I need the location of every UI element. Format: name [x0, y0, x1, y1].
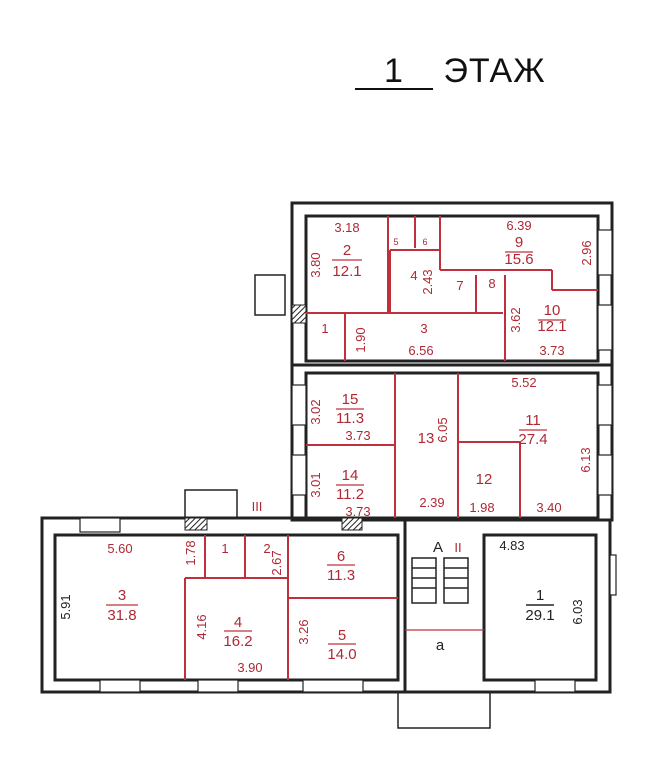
room-3-bl-number: 3: [118, 587, 126, 604]
room-14-number: 14: [342, 467, 359, 484]
room-5-bl-number: 5: [338, 627, 346, 644]
room-10-number: 10: [544, 302, 561, 319]
room-4-dim: 2.43: [420, 269, 435, 294]
partitions: [184, 216, 598, 680]
room-3-bl-height: 5.91: [58, 594, 73, 619]
room-9-area: 15.6: [504, 251, 533, 268]
room-9-height: 2.96: [579, 240, 594, 265]
room-1-br-height: 6.03: [570, 599, 585, 624]
room-6-bl-dim: 2.67: [269, 550, 284, 575]
room-1-number: 1: [321, 321, 328, 336]
room-4-bl-number: 4: [234, 614, 242, 631]
room-11-number: 11: [525, 412, 541, 429]
room-6-number: 6: [422, 237, 427, 247]
room-1-br-width: 4.83: [499, 538, 524, 553]
room-1-bl-number: 1: [221, 541, 228, 556]
room-1-br-area: 29.1: [525, 607, 554, 624]
room-4-bl-area: 16.2: [223, 633, 252, 650]
room-1-br-number: 1: [536, 587, 544, 604]
entrance-III: III: [252, 499, 263, 514]
room-13-height: 6.05: [435, 417, 450, 442]
room-5-bl-dim: 3.26: [296, 619, 311, 644]
room-9-width: 6.39: [506, 218, 531, 233]
stair-label-II: II: [454, 540, 461, 555]
room-2-area: 12.1: [332, 263, 361, 280]
room-4-bl-width: 3.90: [237, 660, 262, 675]
room-4-number: 4: [410, 268, 417, 283]
room-7-number: 7: [456, 278, 463, 293]
room-14-height: 3.01: [308, 472, 323, 497]
room-2-bl-number: 2: [263, 541, 270, 556]
room-3-number: 3: [420, 321, 427, 336]
room-12-width: 1.98: [469, 500, 494, 515]
floor-title: 1 ЭТАЖ: [355, 52, 546, 91]
room-5-number: 5: [393, 237, 398, 247]
room-12-number: 12: [476, 471, 493, 488]
room-15-height: 3.02: [308, 399, 323, 424]
room-14-area: 11.2: [336, 486, 364, 503]
room-3-width: 6.56: [408, 343, 433, 358]
room-10-area: 12.1: [537, 318, 566, 335]
room-15-number: 15: [342, 391, 359, 408]
windows: [79, 229, 617, 693]
room-10-width: 3.73: [539, 343, 564, 358]
room-2-width: 3.18: [334, 220, 359, 235]
floor-number: 1: [355, 54, 433, 90]
room-11-width: 5.52: [511, 375, 536, 390]
room-11-width2: 3.40: [536, 500, 561, 515]
room-3-bl-area: 31.8: [107, 607, 136, 624]
room-10-height: 3.62: [508, 307, 523, 332]
room-8-number: 8: [488, 276, 495, 291]
room-15-width: 3.73: [345, 428, 370, 443]
room-13-width: 2.39: [419, 495, 444, 510]
room-2-number: 2: [343, 242, 351, 259]
room-13-number: 13: [418, 430, 435, 447]
room-15-area: 11.3: [336, 410, 364, 427]
stair-label-a: а: [436, 637, 445, 654]
stair-label-A: A: [433, 539, 443, 556]
room-1-bl-dim: 1.78: [183, 540, 198, 565]
room-4-bl-height: 4.16: [194, 614, 209, 639]
room-2-height: 3.80: [308, 252, 323, 277]
room-5-bl-area: 14.0: [327, 646, 356, 663]
room-11-area: 27.4: [518, 431, 547, 448]
room-3-bl-width: 5.60: [107, 541, 132, 556]
staircase: [411, 557, 469, 604]
room-6-bl-area: 11.3: [327, 567, 355, 584]
room-11-height: 6.13: [578, 447, 593, 472]
room-6-bl-number: 6: [337, 548, 345, 565]
room-14-width: 3.73: [345, 504, 370, 519]
floor-word: ЭТАЖ: [443, 52, 546, 90]
room-9-number: 9: [515, 234, 523, 251]
room-1-dim: 1.90: [353, 327, 368, 352]
